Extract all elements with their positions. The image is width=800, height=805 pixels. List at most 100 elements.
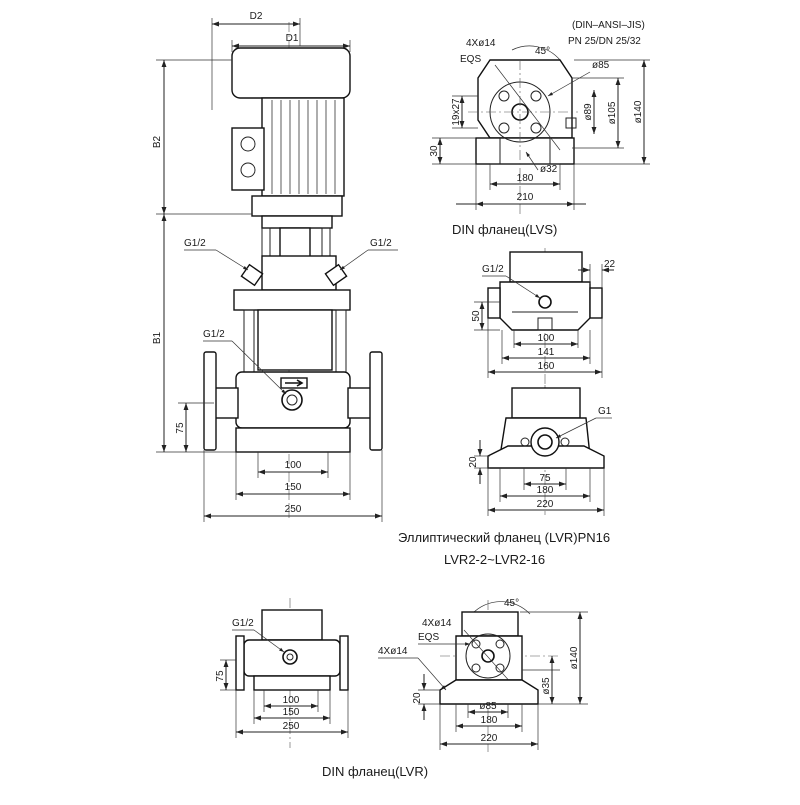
din-lvr-caption: DIN фланец(LVR) bbox=[322, 764, 428, 779]
din-lvr-left-100: 100 bbox=[283, 695, 300, 706]
flow-arrow-icon bbox=[285, 379, 304, 387]
lvr-side-plug bbox=[538, 295, 552, 309]
lvs-d89: ø89 bbox=[583, 103, 594, 121]
lvr-side-g12: G1/2 bbox=[482, 264, 504, 275]
head-plate bbox=[233, 289, 351, 311]
motor-flange bbox=[251, 195, 343, 217]
lvr-base-sleeve bbox=[511, 387, 581, 419]
motor-fins bbox=[271, 100, 336, 194]
lvs-eqs: EQS bbox=[460, 54, 481, 65]
lvr-side-160: 160 bbox=[538, 361, 555, 372]
lvr-base-g1: G1 bbox=[598, 406, 612, 417]
lvs-standard: (DIN–ANSI–JIS) bbox=[572, 20, 645, 31]
din-lvr-left-flange-l bbox=[235, 635, 245, 691]
lvs-bolts: 4Xø14 bbox=[466, 38, 496, 49]
lvr-side-100: 100 bbox=[538, 333, 555, 344]
lvr-side-50: 50 bbox=[471, 310, 482, 322]
lvs-180: 180 bbox=[517, 173, 534, 184]
din-lvr-right-d35: ø35 bbox=[541, 677, 552, 695]
lvr-base-75: 75 bbox=[539, 473, 551, 484]
lvr-side-body bbox=[499, 281, 591, 331]
motor-body bbox=[261, 97, 345, 197]
lvr-base-220: 220 bbox=[537, 499, 554, 510]
lvs-d32: ø32 bbox=[540, 164, 558, 175]
lantern-rod-left bbox=[261, 227, 271, 261]
din-lvr-left-view: G1/2 75 100 150 250 bbox=[215, 598, 349, 748]
lvs-angle: 45° bbox=[535, 46, 550, 57]
lvr-caption-line1: Эллиптический фланец (LVR)PN16 bbox=[398, 530, 610, 545]
din-lvr-left-g12: G1/2 bbox=[232, 618, 254, 629]
din-lvr-right-bolts2: 4Xø14 bbox=[378, 646, 408, 657]
suction-flange bbox=[203, 351, 217, 451]
lantern-rod-right bbox=[321, 227, 331, 261]
din-lvr-right-220: 220 bbox=[481, 733, 498, 744]
dim-250: 250 bbox=[285, 504, 302, 515]
din-lvr-left-plug bbox=[282, 649, 298, 665]
pump-sleeve bbox=[257, 309, 333, 371]
din-lvr-right-bolts1: 4Xø14 bbox=[422, 618, 452, 629]
din-lvr-right-d140: ø140 bbox=[569, 646, 580, 669]
cable-gland-top bbox=[240, 136, 256, 152]
din-lvr-right-angle: 45° bbox=[504, 598, 519, 609]
din-lvr-right-sleeve bbox=[461, 611, 519, 637]
lvr-base-20: 20 bbox=[468, 456, 479, 468]
lvs-d85: ø85 bbox=[592, 60, 610, 71]
lvr-side-view: G1/2 22 50 100 141 160 bbox=[471, 248, 616, 390]
cable-gland-bottom bbox=[240, 162, 256, 178]
lvs-caption: DIN фланец(LVS) bbox=[452, 222, 557, 237]
din-lvr-left-foot bbox=[253, 675, 331, 691]
lvr-caption-line2: LVR2-2~LVR2-16 bbox=[444, 552, 545, 567]
lvr-side-flange-right bbox=[589, 287, 603, 319]
discharge-pipe bbox=[347, 387, 373, 419]
pump-foot bbox=[235, 427, 351, 453]
dim-b2: B2 bbox=[152, 135, 163, 148]
callout-g12-left: G1/2 bbox=[184, 238, 206, 249]
lvs-19x27: 19x27 bbox=[451, 98, 462, 126]
lvr-base-view: G1 20 75 180 220 bbox=[468, 385, 612, 516]
suction-pipe bbox=[213, 387, 239, 419]
terminal-box bbox=[231, 127, 265, 191]
discharge-flange bbox=[369, 351, 383, 451]
dim-75: 75 bbox=[175, 422, 186, 434]
lvr-base-inlet bbox=[530, 427, 560, 457]
din-lvr-right-flange-circle bbox=[465, 633, 511, 679]
din-lvr-left-150: 150 bbox=[283, 707, 300, 718]
drain-plug bbox=[281, 389, 303, 411]
din-lvr-right-180: 180 bbox=[481, 715, 498, 726]
coupling-housing bbox=[261, 215, 333, 229]
lvr-side-141: 141 bbox=[538, 347, 555, 358]
dim-d2: D2 bbox=[250, 11, 263, 22]
lvs-bolt-hole bbox=[498, 90, 510, 102]
din-lvr-left-body bbox=[243, 639, 341, 677]
din-lvr-right-view: 45° 4Xø14 EQS 4Xø14 ø140 ø35 20 ø85 bbox=[378, 598, 588, 752]
dim-d1: D1 bbox=[286, 33, 299, 44]
lvs-210: 210 bbox=[517, 192, 534, 203]
callout-g12-mid: G1/2 bbox=[203, 329, 225, 340]
dim-100: 100 bbox=[285, 460, 302, 471]
lvs-d140: ø140 bbox=[633, 100, 644, 123]
front-view: D2 D1 B2 B1 75 G1/2 G1/2 G1/2 100 bbox=[152, 11, 398, 522]
din-lvr-left-250: 250 bbox=[283, 721, 300, 732]
din-lvr-right-bolt-hole bbox=[471, 639, 481, 649]
lvs-30: 30 bbox=[429, 145, 440, 157]
din-lvr-left-75: 75 bbox=[215, 670, 226, 682]
din-lvr-right-20: 20 bbox=[412, 692, 423, 704]
callout-g12-right: G1/2 bbox=[370, 238, 392, 249]
din-lvr-right-bore bbox=[481, 649, 495, 663]
din-lvr-right-d85: ø85 bbox=[479, 701, 497, 712]
din-lvr-left-sleeve bbox=[261, 609, 323, 641]
lvs-pn: PN 25/DN 25/32 bbox=[568, 36, 641, 47]
lvs-flange-view: (DIN–ANSI–JIS) PN 25/DN 25/32 4Xø14 EQS … bbox=[429, 20, 650, 237]
lvr-base-180: 180 bbox=[537, 485, 554, 496]
lvs-d105: ø105 bbox=[607, 101, 618, 124]
motor-cap bbox=[231, 47, 351, 99]
din-lvr-right-eqs: EQS bbox=[418, 632, 439, 643]
lvr-base-bolt-hole bbox=[520, 437, 530, 447]
lvs-drain bbox=[565, 117, 577, 129]
lvs-body bbox=[477, 59, 573, 139]
dim-b1: B1 bbox=[152, 331, 163, 344]
dim-150: 150 bbox=[285, 482, 302, 493]
lvr-side-22: 22 bbox=[604, 259, 616, 270]
